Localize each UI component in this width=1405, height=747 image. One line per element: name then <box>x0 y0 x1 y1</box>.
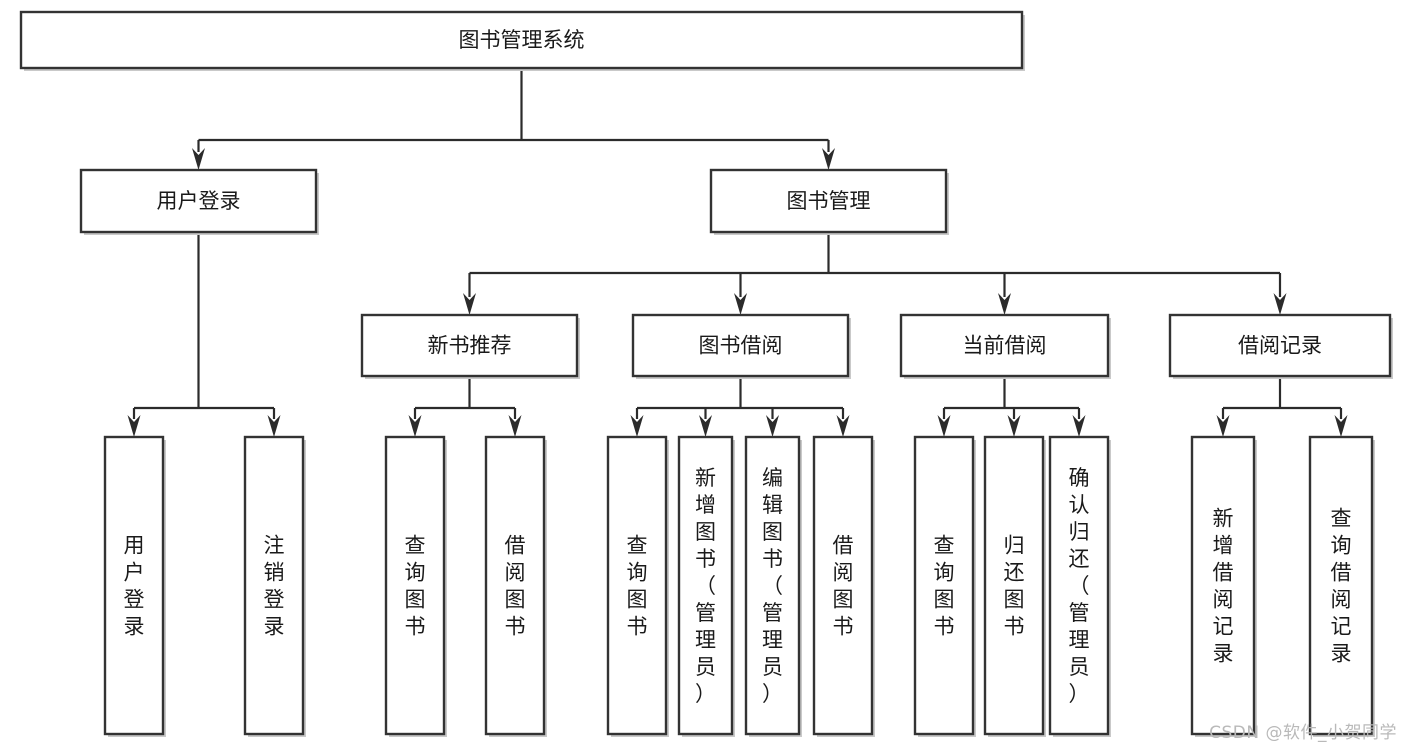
node-label: 图书管理系统 <box>459 28 585 52</box>
edge-group-newbook <box>408 376 522 437</box>
node-l-new-1[interactable]: 查询图书 <box>384 435 447 737</box>
node-newbook[interactable]: 新书推荐 <box>360 313 580 379</box>
edges-layer <box>127 68 1348 437</box>
edge-group-login <box>127 232 281 437</box>
node-box[interactable] <box>1168 313 1392 378</box>
node-box[interactable] <box>79 168 318 234</box>
node-label: 查询图书 <box>934 534 955 639</box>
edge-group-root <box>192 68 835 170</box>
node-box[interactable] <box>1190 435 1256 736</box>
edge-group-bookmgmt <box>463 232 1287 315</box>
node-l-cur-2[interactable]: 归还图书 <box>983 435 1046 737</box>
node-label: 新增图书（管理员） <box>695 466 716 706</box>
node-label: 用户登录 <box>157 189 241 213</box>
watermark-text: CSDN @软件_小贺同学 <box>1209 723 1397 743</box>
node-box[interactable] <box>103 435 165 736</box>
node-label: 查询借阅记录 <box>1331 507 1352 666</box>
node-box[interactable] <box>744 435 801 736</box>
node-box[interactable] <box>709 168 948 234</box>
node-label: 图书借阅 <box>699 334 783 358</box>
node-box[interactable] <box>19 10 1024 70</box>
node-box[interactable] <box>360 313 579 378</box>
node-label: 查询图书 <box>627 534 648 639</box>
node-label: 编辑图书（管理员） <box>762 466 783 706</box>
node-box[interactable] <box>243 435 305 736</box>
node-l-cur-1[interactable]: 查询图书 <box>913 435 976 737</box>
edge-group-records <box>1216 376 1348 437</box>
node-label: 借阅图书 <box>833 534 854 639</box>
node-label: 图书管理 <box>787 189 871 213</box>
node-label: 注销登录 <box>264 534 285 639</box>
node-login[interactable]: 用户登录 <box>79 168 319 235</box>
node-l-bor-1[interactable]: 查询图书 <box>606 435 669 737</box>
node-box[interactable] <box>677 435 734 736</box>
node-current[interactable]: 当前借阅 <box>899 313 1111 379</box>
node-label: 借阅图书 <box>505 534 526 639</box>
node-label: 当前借阅 <box>963 334 1047 358</box>
node-label: 确认归还（管理员） <box>1069 466 1090 706</box>
node-box[interactable] <box>812 435 874 736</box>
node-box[interactable] <box>899 313 1110 378</box>
node-l-bor-2[interactable]: 新增图书（管理员） <box>677 435 735 737</box>
node-label: 用户登录 <box>124 534 145 639</box>
node-label: 新增借阅记录 <box>1213 507 1234 666</box>
node-l-rec-1[interactable]: 新增借阅记录 <box>1190 435 1257 737</box>
node-l-login-1[interactable]: 用户登录 <box>103 435 166 737</box>
node-l-new-2[interactable]: 借阅图书 <box>484 435 547 737</box>
node-box[interactable] <box>913 435 975 736</box>
node-records[interactable]: 借阅记录 <box>1168 313 1393 379</box>
edge-group-borrow <box>630 376 850 437</box>
node-box[interactable] <box>384 435 446 736</box>
node-label: 借阅记录 <box>1238 334 1322 358</box>
node-l-rec-2[interactable]: 查询借阅记录 <box>1308 435 1375 737</box>
node-box[interactable] <box>1308 435 1374 736</box>
node-borrow[interactable]: 图书借阅 <box>631 313 851 379</box>
node-label: 查询图书 <box>405 534 426 639</box>
node-label: 新书推荐 <box>428 334 512 358</box>
node-box[interactable] <box>983 435 1045 736</box>
nodes-layer: 图书管理系统用户登录图书管理新书推荐图书借阅当前借阅借阅记录用户登录注销登录查询… <box>19 10 1393 737</box>
node-l-bor-3[interactable]: 编辑图书（管理员） <box>744 435 802 737</box>
node-box[interactable] <box>1048 435 1110 736</box>
node-box[interactable] <box>484 435 546 736</box>
node-l-login-2[interactable]: 注销登录 <box>243 435 306 737</box>
edge-group-current <box>937 376 1086 437</box>
node-box[interactable] <box>606 435 668 736</box>
node-root[interactable]: 图书管理系统 <box>19 10 1025 71</box>
node-label: 归还图书 <box>1004 534 1025 639</box>
node-bookmgmt[interactable]: 图书管理 <box>709 168 949 235</box>
node-l-bor-4[interactable]: 借阅图书 <box>812 435 875 737</box>
node-l-cur-3[interactable]: 确认归还（管理员） <box>1048 435 1111 737</box>
node-box[interactable] <box>631 313 850 378</box>
